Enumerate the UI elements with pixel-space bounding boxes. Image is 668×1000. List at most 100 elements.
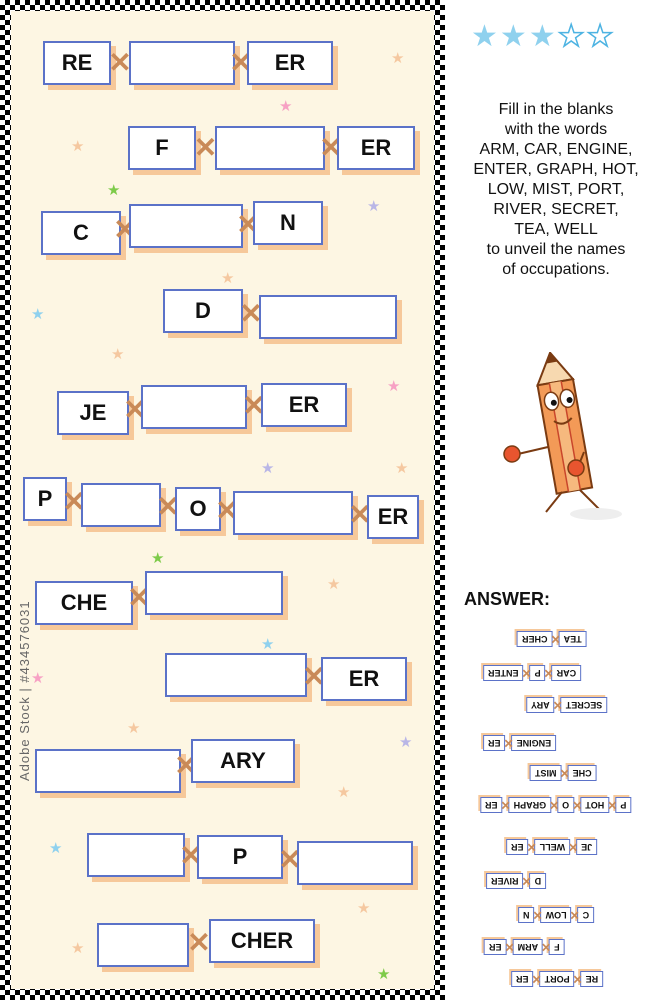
word-tile: N (253, 201, 323, 245)
decor-star-icon: ★ (337, 784, 351, 801)
instruction-line: LOW, MIST, PORT, (487, 181, 625, 198)
word-tile: ER (367, 495, 419, 539)
word-tile: P (23, 477, 67, 521)
stock-id: Adobe Stock | #434576031 (17, 600, 32, 781)
answer-joint-icon: ✕ (521, 666, 532, 680)
word-tile: CHE (35, 581, 133, 625)
word-tile: P (197, 835, 283, 879)
word-tile: ER (247, 41, 333, 85)
word-tile: ARY (191, 739, 295, 783)
rating-star-outline-icon: ★ (586, 20, 614, 53)
decor-star-icon: ★ (111, 346, 125, 363)
decor-star-icon: ★ (71, 138, 85, 155)
decor-star-icon: ★ (49, 840, 63, 857)
word-tile: ER (321, 657, 407, 701)
decor-star-icon: ★ (377, 966, 391, 983)
decor-star-icon: ★ (31, 670, 45, 687)
answer-joint-icon: ✕ (503, 736, 514, 750)
instruction-line: RIVER, SECRET, (493, 201, 619, 218)
blank-tile[interactable] (129, 204, 243, 248)
answer-word: LOW (540, 907, 572, 923)
instruction-line: of occupations. (502, 261, 610, 278)
answer-word: HOT (580, 797, 610, 813)
word-tile: C (41, 211, 121, 255)
rating-star-outline-icon: ★ (557, 20, 585, 53)
answer-word: SECRET (560, 697, 608, 713)
tile-joint-icon: ✕ (278, 844, 302, 875)
answer-word: ER (484, 939, 507, 955)
word-tile: CHER (209, 919, 315, 963)
answer-title: ANSWER: (464, 589, 550, 609)
instructions: Fill in the blanks with the words ARM, C… (448, 100, 664, 280)
decor-star-icon: ★ (151, 550, 165, 567)
blank-tile[interactable] (215, 126, 325, 170)
answer-word: F (549, 939, 565, 955)
decor-star-icon: ★ (71, 940, 85, 957)
instruction-line: with the words (504, 121, 608, 138)
answer-joint-icon: ✕ (607, 798, 618, 812)
blank-tile[interactable] (297, 841, 413, 885)
word-tile: RE (43, 41, 111, 85)
blank-tile[interactable] (97, 923, 189, 967)
tile-joint-icon: ✕ (229, 47, 253, 78)
tile-joint-icon: ✕ (239, 298, 263, 329)
blank-tile[interactable] (35, 749, 181, 793)
answer-word: WELL (534, 839, 571, 855)
answer-joint-icon: ✕ (550, 632, 561, 646)
answer-word: RE (580, 971, 604, 987)
answer-joint-icon: ✕ (504, 940, 515, 954)
answer-row: D✕RIVER (486, 872, 547, 890)
instruction-line: ENTER, GRAPH, HOT, (473, 161, 639, 178)
answer-row: CAR✕P✕ENTER (483, 664, 582, 682)
answer-word: MIST (530, 765, 562, 781)
blank-tile[interactable] (129, 41, 235, 85)
tile-joint-icon: ✕ (123, 394, 147, 425)
blank-tile[interactable] (145, 571, 283, 615)
tile-joint-icon: ✕ (127, 582, 151, 613)
answer-row: ENGINE✕ER (483, 734, 557, 752)
blank-tile[interactable] (87, 833, 185, 877)
instruction-line: ARM, CAR, ENGINE, (479, 141, 633, 158)
decor-star-icon: ★ (395, 460, 409, 477)
answer-word: ER (480, 797, 503, 813)
answer-row: JE✕WELL✕ER (506, 838, 598, 856)
decor-star-icon: ★ (221, 270, 235, 287)
decor-star-icon: ★ (127, 720, 141, 737)
answer-word: ER (483, 735, 506, 751)
answer-joint-icon: ✕ (543, 666, 554, 680)
answer-joint-icon: ✕ (572, 798, 583, 812)
answer-joint-icon: ✕ (541, 940, 552, 954)
answer-joint-icon: ✕ (521, 874, 532, 888)
difficulty-rating: ★ ★ ★ ★ ★ (471, 20, 614, 53)
blank-tile[interactable] (233, 491, 353, 535)
decor-star-icon: ★ (261, 636, 275, 653)
decor-star-icon: ★ (31, 306, 45, 323)
answer-row: F✕ARM✕ER (484, 938, 565, 956)
answer-word: JE (576, 839, 598, 855)
answer-joint-icon: ✕ (559, 766, 570, 780)
answer-row: P✕HOT✕O✕GRAPH✕ER (480, 796, 632, 814)
tile-joint-icon: ✕ (193, 132, 218, 163)
instruction-line: TEA, WELL (514, 221, 598, 238)
tile-joint-icon: ✕ (242, 390, 266, 421)
answer-row: SECRET✕ARY (526, 696, 608, 714)
answer-word: C (577, 907, 595, 923)
decor-star-icon: ★ (367, 198, 381, 215)
tile-joint-icon: ✕ (156, 491, 180, 522)
answer-word: D (529, 873, 547, 889)
blank-tile[interactable] (81, 483, 161, 527)
rating-star-icon: ★ (499, 20, 527, 53)
pencil-mascot-icon (503, 352, 622, 520)
tile-joint-icon: ✕ (319, 132, 343, 163)
answer-joint-icon: ✕ (572, 972, 583, 986)
tile-joint-icon: ✕ (187, 927, 211, 958)
blank-tile[interactable] (141, 385, 247, 429)
blank-tile[interactable] (165, 653, 307, 697)
answer-joint-icon: ✕ (569, 908, 580, 922)
blank-tile[interactable] (259, 295, 397, 339)
word-tile: F (128, 126, 196, 170)
decor-star-icon: ★ (107, 182, 121, 199)
decor-star-icon: ★ (261, 460, 275, 477)
answer-word: ER (511, 971, 534, 987)
